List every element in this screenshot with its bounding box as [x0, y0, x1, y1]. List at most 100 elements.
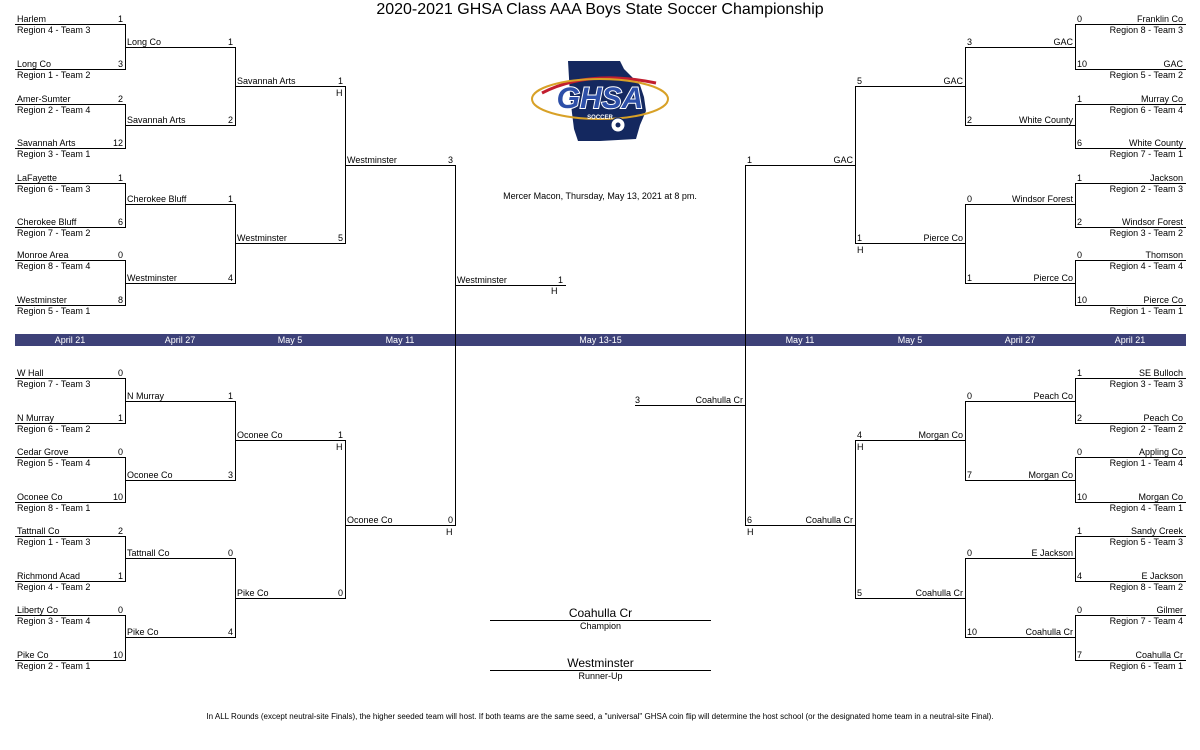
team-seed: Region 5 - Team 4	[17, 458, 91, 468]
date-label: May 11	[785, 335, 815, 345]
team-score: 8	[117, 295, 123, 305]
team-seed: Region 2 - Team 2	[1109, 424, 1183, 434]
bracket-line	[125, 401, 236, 402]
bracket-line	[635, 405, 746, 406]
team-score: 1	[557, 275, 563, 285]
bracket-line	[455, 165, 456, 526]
team-name: E Jackson	[1031, 548, 1073, 558]
bracket-line	[235, 204, 236, 284]
team-score: 4	[857, 430, 863, 440]
team-name: N Murray	[127, 391, 165, 401]
team-name: Richmond Acad	[17, 571, 81, 581]
team-name: Pike Co	[17, 650, 49, 660]
ghsa-soccer-logo: GHSA SOCCER	[531, 61, 669, 141]
bracket-line	[15, 502, 126, 503]
date-label: May 5	[897, 335, 923, 345]
team-score: 10	[112, 492, 123, 502]
bracket-line	[1075, 660, 1186, 661]
bracket-line	[15, 457, 126, 458]
bracket-line	[125, 558, 236, 559]
bracket-line	[125, 104, 126, 149]
team-seed: Region 2 - Team 3	[1109, 184, 1183, 194]
team-score: 4	[227, 273, 233, 283]
team-seed: Region 8 - Team 4	[17, 261, 91, 271]
date-label: May 5	[277, 335, 303, 345]
team-name: Sandy Creek	[1130, 526, 1183, 536]
team-seed: Region 6 - Team 4	[1109, 105, 1183, 115]
bracket-line	[965, 283, 1076, 284]
team-name: Coahulla Cr	[915, 588, 963, 598]
bracket-line	[345, 440, 346, 599]
team-name: Coahulla Cr	[695, 395, 743, 405]
bracket-line	[125, 536, 126, 582]
bracket-line	[15, 378, 126, 379]
team-name: GAC	[833, 155, 853, 165]
team-seed: Region 4 - Team 2	[17, 582, 91, 592]
team-name: Oconee Co	[17, 492, 63, 502]
team-score: 0	[227, 548, 233, 558]
bracket-line	[745, 525, 856, 526]
bracket-line	[1075, 536, 1076, 582]
team-score: 1	[967, 273, 973, 283]
champion-line	[490, 620, 711, 621]
team-score: 6	[117, 217, 123, 227]
team-score: 1	[337, 430, 343, 440]
team-seed: Region 1 - Team 4	[1109, 458, 1183, 468]
team-seed: Region 7 - Team 2	[17, 228, 91, 238]
home-marker: H	[857, 245, 864, 255]
bracket-line	[1075, 615, 1076, 661]
team-name: White County	[1128, 138, 1183, 148]
team-name: Westminster	[457, 275, 507, 285]
team-score: 10	[967, 627, 978, 637]
team-score: 2	[967, 115, 973, 125]
team-name: Peach Co	[1033, 391, 1073, 401]
bracket-line	[15, 660, 126, 661]
team-name: Morgan Co	[1028, 470, 1073, 480]
team-name: Peach Co	[1143, 413, 1183, 423]
team-seed: Region 5 - Team 2	[1109, 70, 1183, 80]
team-seed: Region 4 - Team 1	[1109, 503, 1183, 513]
team-name: Jackson	[1149, 173, 1183, 183]
team-score: 1	[1077, 368, 1083, 378]
bracket-line	[855, 440, 856, 599]
team-score: 0	[337, 588, 343, 598]
team-score: 10	[1077, 295, 1088, 305]
bracket-line	[15, 615, 126, 616]
team-score: 3	[227, 470, 233, 480]
bracket-line	[745, 165, 746, 526]
home-marker: H	[747, 527, 754, 537]
team-seed: Region 1 - Team 3	[17, 537, 91, 547]
bracket-line	[1075, 183, 1186, 184]
bracket-line	[15, 423, 126, 424]
team-name: Pike Co	[237, 588, 269, 598]
footnote: In ALL Rounds (except neutral-site Final…	[206, 712, 994, 721]
team-score: 2	[117, 526, 123, 536]
team-name: Coahulla Cr	[1135, 650, 1183, 660]
team-score: 1	[227, 391, 233, 401]
runner-up-name: Westminster	[567, 656, 634, 670]
bracket-line	[125, 183, 126, 228]
home-marker: H	[857, 442, 864, 452]
bracket-line	[15, 536, 126, 537]
team-seed: Region 5 - Team 3	[1109, 537, 1183, 547]
team-seed: Region 3 - Team 4	[17, 616, 91, 626]
team-score: 2	[1077, 413, 1083, 423]
bracket-line	[855, 243, 966, 244]
team-score: 10	[1077, 59, 1088, 69]
bracket-line	[965, 204, 1076, 205]
team-score: 1	[857, 233, 863, 243]
bracket-line	[965, 125, 1076, 126]
bracket-line	[125, 125, 236, 126]
bracket-line	[855, 440, 966, 441]
team-seed: Region 4 - Team 4	[1109, 261, 1183, 271]
team-score: 3	[635, 395, 641, 405]
team-score: 1	[117, 14, 123, 24]
team-score: 2	[117, 94, 123, 104]
team-name: SE Bulloch	[1138, 368, 1183, 378]
team-score: 1	[117, 173, 123, 183]
bracket-line	[125, 480, 236, 481]
team-name: Monroe Area	[17, 250, 69, 260]
home-marker: H	[446, 527, 453, 537]
team-score: 0	[117, 605, 123, 615]
